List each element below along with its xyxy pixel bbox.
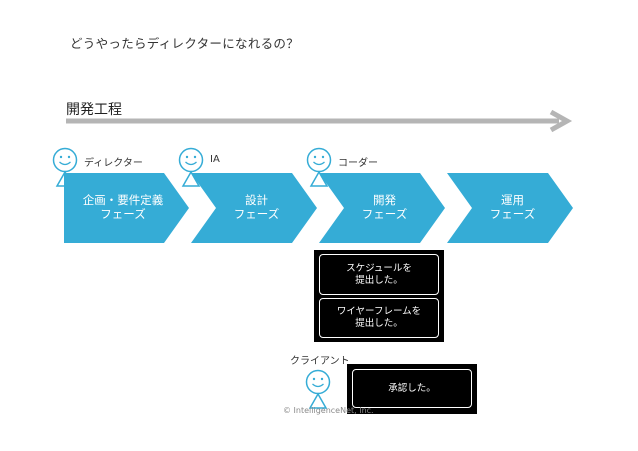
- bubble-wireframe: ワイヤーフレームを 提出した。: [319, 298, 439, 338]
- role-label-ia: IA: [210, 154, 220, 165]
- phase-chevron-4: [447, 173, 573, 243]
- phase-label-design: 設計 フェーズ: [233, 193, 280, 221]
- client-label: クライアント: [290, 356, 350, 367]
- submission-box: スケジュールを 提出した。 ワイヤーフレームを 提出した。: [314, 250, 444, 342]
- bubble-schedule: スケジュールを 提出した。: [319, 254, 439, 295]
- smiley-person-icon: [305, 369, 331, 409]
- role-ia: [176, 147, 206, 191]
- smiley-person-icon: [306, 147, 332, 187]
- phase-chevron-3: [319, 173, 445, 243]
- role-label-coder: コーダー: [338, 158, 378, 169]
- phase-chevron-1: [64, 173, 189, 243]
- progress-arrow: [66, 109, 573, 133]
- client-reply-box: 承認した。: [347, 364, 477, 414]
- phase-label-development: 開発 フェーズ: [361, 193, 408, 221]
- page-title: どうやったらディレクターになれるの？: [70, 36, 300, 51]
- phase-chevrons: 企画・要件定義 フェーズ 設計 フェーズ 開発 フェーズ 運用 フェーズ: [64, 173, 574, 243]
- bubble-approved: 承認した。: [352, 369, 472, 408]
- phase-label-planning: 企画・要件定義 フェーズ: [82, 193, 164, 221]
- client-figure: [303, 369, 333, 413]
- role-coder: [304, 147, 334, 191]
- phase-chevron-2: [191, 173, 317, 243]
- copyright: © IntelligenceNet, Inc.: [283, 406, 374, 415]
- section-label: 開発工程: [66, 102, 122, 118]
- phase-label-operation: 運用 フェーズ: [489, 193, 536, 221]
- chevron-shapes: [64, 173, 573, 243]
- role-label-director: ディレクター: [84, 158, 143, 169]
- smiley-person-icon: [178, 147, 204, 187]
